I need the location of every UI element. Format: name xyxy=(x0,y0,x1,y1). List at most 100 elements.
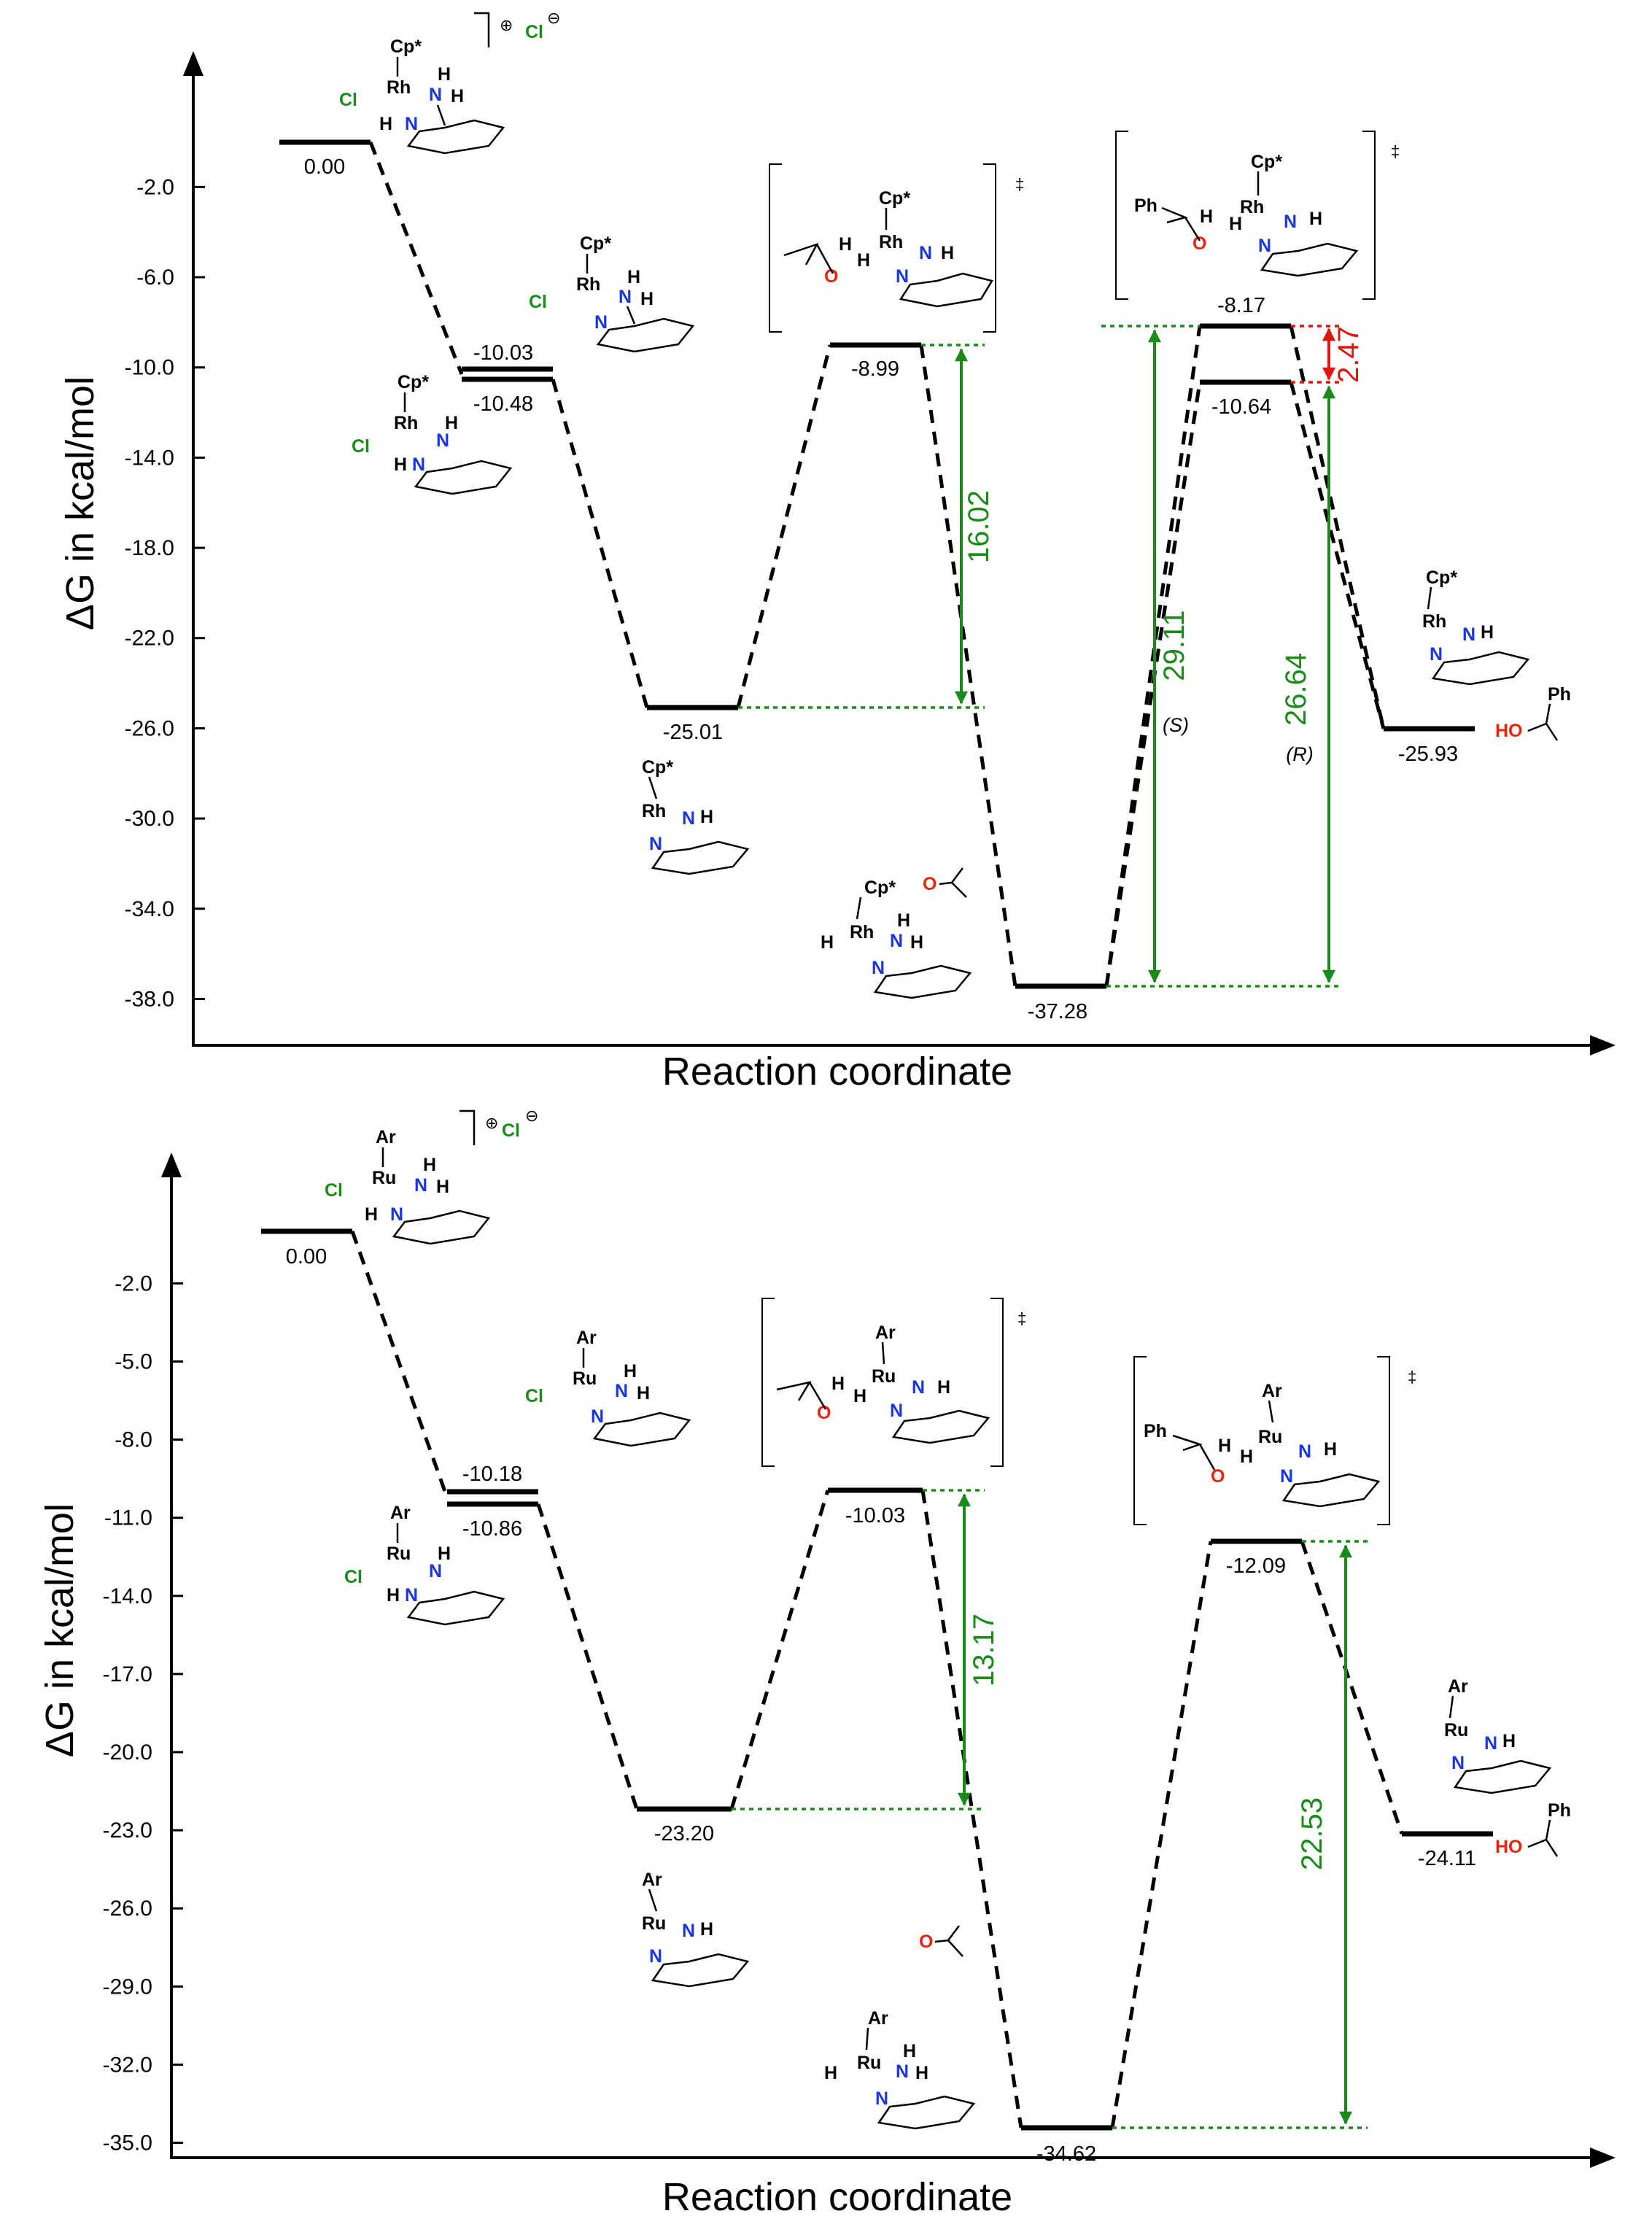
svg-text:H: H xyxy=(445,413,458,433)
svg-text:N: N xyxy=(1258,236,1271,256)
svg-text:H: H xyxy=(1324,1439,1337,1460)
ru-tick-label-10: -32.0 xyxy=(103,2053,152,2077)
ru-barrier-arrows xyxy=(958,1493,1352,2125)
svg-text:H: H xyxy=(436,1177,449,1197)
rh-structure-int1a: Cp* Cl Rh N H H N xyxy=(529,233,695,353)
svg-text:Cl: Cl xyxy=(352,436,370,457)
svg-text:N: N xyxy=(890,1401,903,1421)
svg-text:H: H xyxy=(915,2063,928,2083)
svg-text:N: N xyxy=(618,287,632,307)
rh-structure-start: Cp* Cl Rh N H H H N ⊕ Cl ⊖ xyxy=(339,9,560,155)
svg-text:H: H xyxy=(937,1377,950,1398)
svg-text:⊖: ⊖ xyxy=(547,9,560,27)
svg-text:Rh: Rh xyxy=(387,77,411,98)
ru-structure-int1a: Ar Cl Ru N H H N xyxy=(525,1328,691,1447)
svg-text:Cl: Cl xyxy=(525,1386,543,1406)
svg-text:N: N xyxy=(872,958,885,978)
svg-text:Ph: Ph xyxy=(1134,195,1157,216)
svg-text:N: N xyxy=(615,1381,628,1401)
rh-y-axis-title: ΔG in kcal/mol xyxy=(58,376,102,630)
rh-barrier-2-label: 2.47 xyxy=(1333,326,1365,383)
svg-text:H: H xyxy=(1481,622,1494,643)
svg-text:Rh: Rh xyxy=(1422,611,1446,632)
ru-barrier-13-label: 13.17 xyxy=(968,1614,1000,1686)
rh-tick-label-0: -2.0 xyxy=(136,175,174,199)
svg-text:Ar: Ar xyxy=(1448,1676,1468,1697)
svg-text:Cl: Cl xyxy=(525,22,543,42)
svg-text:Rh: Rh xyxy=(850,922,874,942)
svg-text:Rh: Rh xyxy=(1240,197,1264,217)
svg-text:Rh: Rh xyxy=(879,232,903,252)
ru-tick-label-7: -23.0 xyxy=(103,1819,152,1843)
svg-text:Cp*: Cp* xyxy=(642,757,673,778)
rh-structure-amido: Cp* Rh N H N xyxy=(642,757,750,875)
rh-structure-ts2: ‡ Cp* Ph H H Rh N H N O xyxy=(1115,131,1400,300)
ru-level-6-label: -12.09 xyxy=(1226,1554,1286,1578)
svg-text:H: H xyxy=(423,1155,436,1175)
ru-reference-lines xyxy=(732,1489,1368,2129)
svg-text:H: H xyxy=(824,2063,837,2083)
svg-text:N: N xyxy=(1298,1441,1311,1462)
svg-text:Ar: Ar xyxy=(576,1328,597,1348)
ru-tick-label-9: -29.0 xyxy=(103,1975,152,1999)
svg-text:O: O xyxy=(817,1403,831,1423)
rh-structure-ts1: ‡ Cp* Rh H H N H N O xyxy=(769,163,1024,333)
ru-y-axis-title: ΔG in kcal/mol xyxy=(38,1503,82,1757)
svg-text:H: H xyxy=(438,64,451,85)
svg-text:H: H xyxy=(387,1585,400,1606)
rh-tick-label-5: -22.0 xyxy=(125,627,174,651)
svg-text:Ru: Ru xyxy=(642,1913,666,1934)
rh-structure-product: Cp* Rh N H N HO Ph xyxy=(1422,568,1571,741)
svg-text:Cp*: Cp* xyxy=(864,878,896,898)
svg-text:‡: ‡ xyxy=(1391,142,1400,160)
svg-text:Cp*: Cp* xyxy=(398,372,429,392)
svg-text:Ru: Ru xyxy=(872,1366,896,1387)
svg-text:H: H xyxy=(941,243,954,263)
svg-text:Cl: Cl xyxy=(325,1180,343,1201)
rh-x-axis-title: Reaction coordinate xyxy=(662,1050,1012,1093)
ru-y-axis-arrow xyxy=(161,1153,182,1177)
svg-text:N: N xyxy=(1462,624,1475,645)
svg-text:N: N xyxy=(1430,644,1443,665)
svg-text:Ph: Ph xyxy=(1548,1800,1571,1821)
svg-text:‡: ‡ xyxy=(1015,175,1024,193)
rh-level-3-label: -25.01 xyxy=(663,721,723,744)
svg-text:Ru: Ru xyxy=(372,1168,396,1188)
ru-structure-product: Ar Ru N H N HO Ph xyxy=(1444,1676,1571,1857)
rh-level-8-label: -25.93 xyxy=(1398,743,1458,766)
svg-text:N: N xyxy=(412,454,425,475)
svg-text:N: N xyxy=(1280,1466,1293,1487)
svg-text:N: N xyxy=(649,834,662,854)
ru-energy-levels xyxy=(261,1228,1493,2131)
svg-text:O: O xyxy=(923,874,936,894)
svg-text:Rh: Rh xyxy=(576,274,600,295)
svg-text:H: H xyxy=(1240,1446,1253,1467)
svg-text:Rh: Rh xyxy=(394,413,418,433)
ru-level-3-label: -23.20 xyxy=(654,1822,714,1845)
svg-text:⊖: ⊖ xyxy=(525,1107,538,1125)
svg-text:H: H xyxy=(1229,214,1242,234)
svg-text:H: H xyxy=(624,1361,637,1382)
rh-barrier-26-label: 26.64 xyxy=(1280,653,1312,726)
svg-text:⊕: ⊕ xyxy=(485,1114,498,1132)
ru-tick-label-2: -8.0 xyxy=(115,1428,152,1452)
svg-text:H: H xyxy=(910,932,923,953)
svg-text:H: H xyxy=(1200,206,1213,227)
svg-text:H: H xyxy=(857,250,870,271)
ru-tick-label-4: -14.0 xyxy=(103,1584,152,1608)
svg-text:H: H xyxy=(365,1204,378,1225)
svg-text:N: N xyxy=(890,931,903,951)
rh-level-1-label: -10.03 xyxy=(473,341,533,365)
svg-text:H: H xyxy=(903,2041,916,2061)
svg-text:H: H xyxy=(1218,1436,1231,1456)
svg-text:Cp*: Cp* xyxy=(1251,152,1282,172)
svg-text:N: N xyxy=(896,2061,909,2082)
svg-text:N: N xyxy=(429,85,442,105)
svg-text:Ph: Ph xyxy=(1548,684,1571,705)
ru-x-axis-title: Reaction coordinate xyxy=(662,2175,1012,2219)
ru-level-5-label: -34.62 xyxy=(1036,2142,1096,2166)
rh-structure-hydride: Cp* Rh H N H H N O xyxy=(821,867,972,999)
rh-reference-lines xyxy=(738,325,1342,988)
svg-text:Ar: Ar xyxy=(1262,1381,1282,1401)
ru-structure-hydride: Ar Ru H N H H N xyxy=(824,2008,976,2130)
